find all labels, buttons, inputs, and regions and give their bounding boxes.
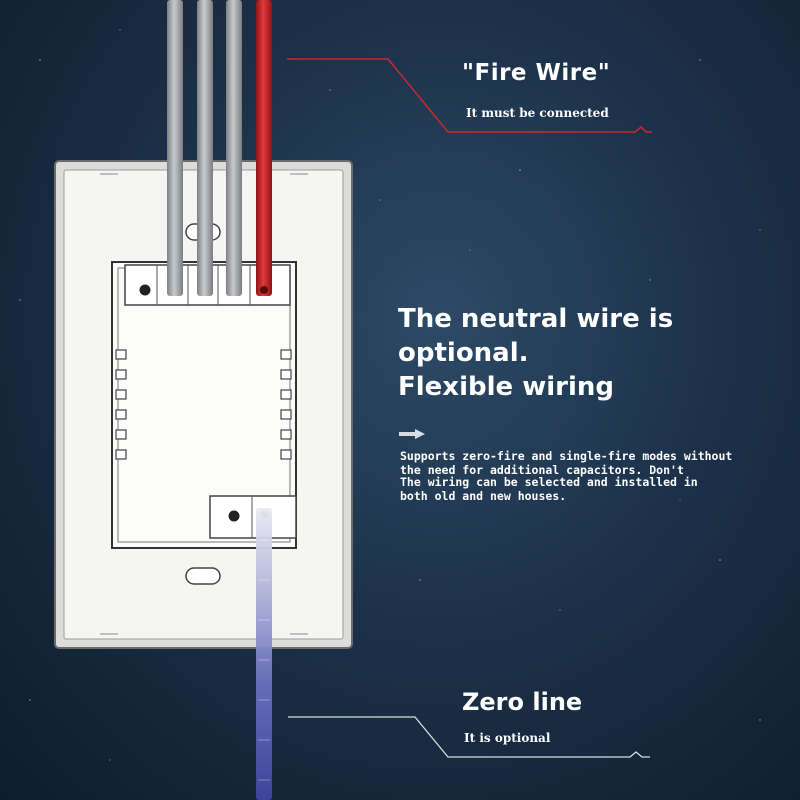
star-field bbox=[19, 29, 761, 761]
bottom-screw-slot bbox=[185, 567, 221, 585]
description-line-1: Supports zero-fire and single-fire modes… bbox=[400, 449, 733, 477]
zero-line-title: Zero line bbox=[462, 688, 583, 716]
neutral-wire-heading: The neutral wire is optional. bbox=[398, 304, 674, 368]
fire-wire-title: "Fire Wire" bbox=[462, 60, 611, 86]
zero-line-subtitle: It is optional bbox=[464, 731, 551, 745]
fire-wire-subtitle: It must be connected bbox=[466, 106, 609, 120]
zero-line-blue-wire bbox=[256, 508, 272, 800]
gray-wires bbox=[167, 0, 242, 296]
switch-back-plate bbox=[54, 160, 353, 649]
description-line-2: The wiring can be selected and installed… bbox=[400, 475, 698, 503]
terminal-screw bbox=[228, 510, 240, 522]
fire-wire-red bbox=[256, 0, 272, 296]
arrow-icon bbox=[399, 429, 425, 439]
fire-wire-callout-line bbox=[287, 58, 652, 133]
zero-line-callout-line bbox=[288, 716, 650, 758]
terminal-screw bbox=[139, 284, 151, 296]
flexible-wiring-heading: Flexible wiring bbox=[398, 372, 614, 402]
